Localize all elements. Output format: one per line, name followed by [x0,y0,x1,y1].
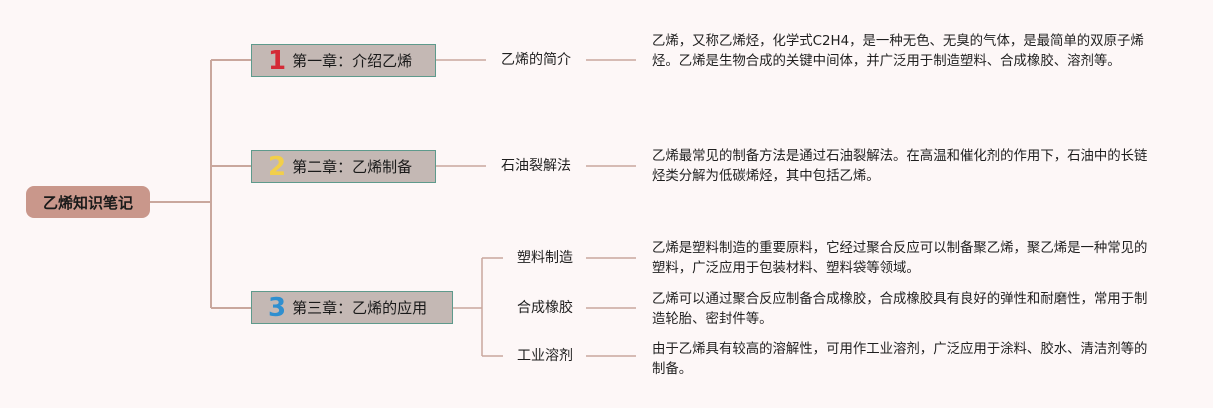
chapter-number-1: 1 [268,45,287,76]
desc-plastics: 乙烯是塑料制造的重要原料，它经过聚合反应可以制备聚乙烯，聚乙烯是一种常见的塑料，… [652,241,1148,276]
root-node[interactable]: 乙烯知识笔记 [26,186,150,218]
chapter-3-node[interactable]: 3 第三章：乙烯的应用 [251,291,453,324]
topic-cracking[interactable]: 石油裂解法 [501,158,571,174]
desc-ethylene-intro: 乙烯，又称乙烯烃，化学式C2H4，是一种无色、无臭的气体，是最简单的双原子烯烃。… [652,34,1144,69]
chapter-number-2: 2 [268,151,287,182]
chapter-3-label: 第三章：乙烯的应用 [292,299,428,317]
desc-rubber: 乙烯可以通过聚合反应制备合成橡胶，合成橡胶具有良好的弹性和耐磨性，常用于制造轮胎… [652,292,1148,327]
topic-ethylene-intro[interactable]: 乙烯的简介 [501,52,571,68]
topic-rubber[interactable]: 合成橡胶 [517,300,573,316]
root-label: 乙烯知识笔记 [42,193,133,212]
chapter-number-3: 3 [268,292,287,323]
topic-solvent[interactable]: 工业溶剂 [517,348,573,364]
topic-plastics[interactable]: 塑料制造 [517,250,573,266]
chapter-2-label: 第二章：乙烯制备 [292,158,413,176]
chapter-1-node[interactable]: 1 第一章：介绍乙烯 [251,44,436,77]
chapter-2-node[interactable]: 2 第二章：乙烯制备 [251,150,436,183]
desc-cracking: 乙烯最常见的制备方法是通过石油裂解法。在高温和催化剂的作用下，石油中的长链烃类分… [652,149,1148,184]
desc-solvent: 由于乙烯具有较高的溶解性，可用作工业溶剂，广泛应用于涂料、胶水、清洁剂等的制备。 [652,342,1148,377]
chapter-1-label: 第一章：介绍乙烯 [292,52,413,70]
